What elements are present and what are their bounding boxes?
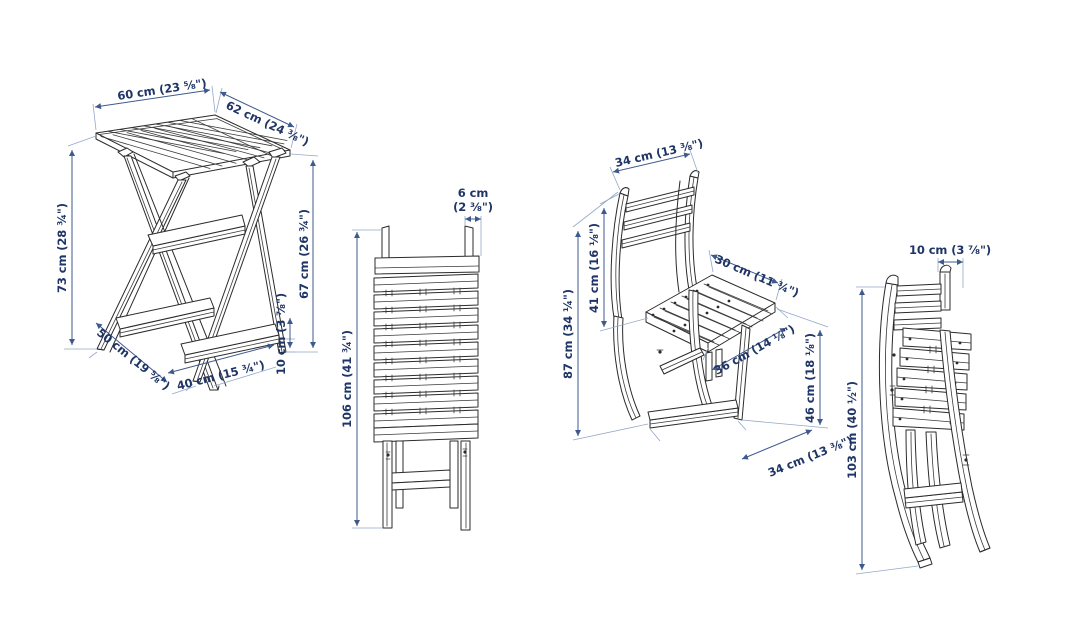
dim-label-table-stretcher-height: 10 cm (3 ⅞") [274, 293, 288, 375]
dim-folded-table-thickness: 6 cm (2 ⅜") [453, 186, 493, 256]
dim-label-table-under-height: 67 cm (26 ¾") [297, 209, 311, 299]
dim-label-chair-back-height: 41 cm (16 ⅛") [587, 223, 601, 313]
hinge-pin-right [463, 450, 467, 454]
dim-table-height: 73 cm (28 ¾") [55, 135, 97, 350]
table-top [95, 114, 291, 179]
dim-table-under-height: 67 cm (26 ¾") [286, 153, 319, 353]
dim-chair-height: 87 cm (34 ¼") [561, 191, 649, 441]
folded-table-post-left [381, 225, 390, 263]
folded-table-top-rail [374, 255, 480, 275]
folded-chair-back-slats [893, 283, 942, 331]
dim-label-folded-chair-height: 103 cm (40 ½") [845, 381, 859, 479]
dim-label-folded-table-thickness-1: 6 cm [458, 186, 489, 200]
dim-label-folded-table-thickness-2: (2 ⅜") [453, 200, 493, 214]
dim-label-folded-chair-thickness: 10 cm (3 ⅞") [909, 243, 991, 257]
dim-label-table-height: 73 cm (28 ¾") [55, 203, 69, 293]
dim-label-folded-table-height: 106 cm (41 ¾") [340, 330, 354, 428]
figure-chair-folded: 10 cm (3 ⅞") 103 cm (40 ½") [845, 243, 991, 575]
chair-seat-slats [649, 283, 773, 346]
dim-label-chair-height: 87 cm (34 ¼") [561, 289, 575, 379]
chair-seat-rivets [651, 283, 731, 333]
folded-table-slats [373, 273, 479, 429]
dim-folded-chair-height: 103 cm (40 ½") [845, 286, 919, 575]
dim-folded-chair-thickness: 10 cm (3 ⅞") [909, 243, 991, 288]
dim-table-stretcher-height: 10 cm (3 ⅞") [274, 293, 295, 375]
table-apron [117, 147, 287, 182]
chair-seat [645, 274, 776, 353]
folded-chair-legs [889, 329, 991, 569]
dim-folded-table-height: 106 cm (41 ¾") [340, 229, 383, 529]
dim-chair-back-height: 41 cm (16 ⅛") [587, 193, 649, 332]
table-top-slats [100, 118, 288, 169]
figure-table-folded: 6 cm (2 ⅜") 106 cm (41 ¾") [340, 186, 493, 531]
dim-label-chair-seat-height: 46 cm (18 ⅛") [803, 333, 817, 423]
chair-legs [613, 289, 751, 429]
hinge-pin-left [386, 453, 390, 457]
folded-table-legs [382, 440, 471, 531]
dim-chair-seat-height: 46 cm (18 ⅛") [741, 308, 829, 429]
chair-hinge-pin [658, 350, 662, 354]
chair-back-frame [610, 170, 700, 321]
